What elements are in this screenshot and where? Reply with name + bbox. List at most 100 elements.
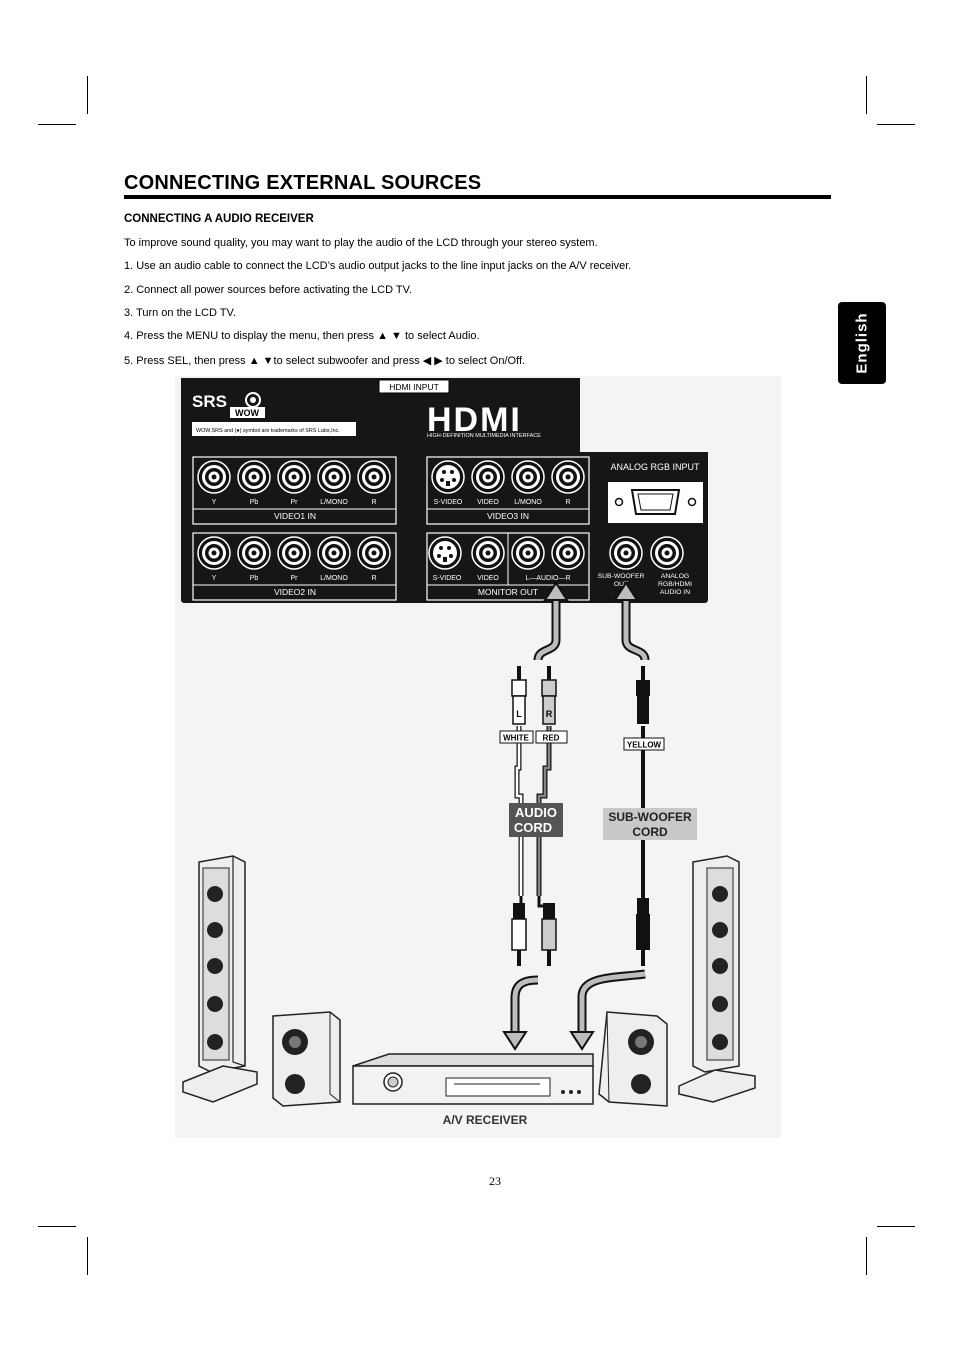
jack-label-svideo: S-VIDEO [433,575,462,582]
jack-label-audio: L—AUDIO—R [525,575,570,582]
audio-cord-label-box [509,803,563,837]
arrow-to-receiver-subwoofer-fill [579,971,646,1034]
video3-in-label: VIDEO3 IN [487,511,529,521]
subwoofer-out-jack [609,536,643,570]
subwoofer-cord-label-2: CORD [632,825,668,839]
jack-label-lmono: L/MONO [320,499,348,506]
rgb-port-screw [687,497,697,507]
page-number: 23 [489,1174,501,1188]
audio-cord-label-2: CORD [514,820,552,835]
step-3: 3. Turn on the LCD TV. [124,307,236,319]
monitor-out-group: S-VIDEO VIDEO L—AUDIO—R MONITOR OUT [426,532,590,601]
arrow-head [613,581,639,601]
rgb-port-screw [614,497,624,507]
srs-wow: WOW [235,408,259,418]
jack-label-y: Y [212,499,217,506]
analog-audio-in-label-3: AUDIO IN [660,589,690,596]
arrow-head [569,1031,595,1051]
red-tag [535,730,568,744]
page-title: CONNECTING EXTERNAL SOURCES [124,172,482,194]
av-receiver [352,1053,594,1105]
jack-label-lmono: L/MONO [514,499,542,506]
white-tag-label: WHITE [503,734,529,743]
analog-audio-in-label: ANALOG [661,573,689,580]
crop-mark [38,124,76,125]
hdmi-logo-subtitle: HIGH-DEFINITION MULTIMEDIA INTERFACE [427,433,541,439]
subwoofer-cord-label-box [603,808,697,840]
jack-label-pb: Pb [250,499,259,506]
title-rule [124,195,831,199]
jack-label-r: R [371,575,376,582]
step-2: 2. Connect all power sources before acti… [124,284,412,296]
crop-mark [87,1237,88,1275]
subwoofer-plug-top [636,666,650,724]
arrow-to-tv-subwoofer-fill [623,598,648,661]
arrow-to-receiver-audio-fill [512,977,539,1034]
rgb-port-inner [637,493,674,511]
srs-wow-box [230,407,265,418]
step-4: 4. Press the MENU to display the menu, t… [124,330,480,342]
crop-mark [877,124,915,125]
srs-logo: SRS [192,392,227,411]
video1-in-group: Y Pb Pr L/MONO R VIDEO1 IN [192,456,397,525]
analog-audio-in-jack [650,536,684,570]
subwoofer-cord-label: SUB-WOOFER [608,810,692,824]
language-tab: English [838,302,886,384]
video1-in-label: VIDEO1 IN [274,511,316,521]
arrow-to-tv-audio-fill [535,598,559,661]
arrow-head [543,581,569,601]
jack-label-video: VIDEO [477,575,499,582]
video2-in-group: Y Pb Pr L/MONO R VIDEO2 IN [192,532,397,601]
audio-cord-label: AUDIO [515,805,557,820]
jack-label-pr: Pr [291,575,299,582]
red-tag-label: RED [543,734,560,743]
subwoofer-plug-bottom [636,898,650,966]
jack-label-r: R [371,499,376,506]
jack-label-pr: Pr [291,499,299,506]
left-satellite-speaker [272,1011,341,1107]
intro-text: To improve sound quality, you may want t… [124,237,598,249]
language-tab-label: English [853,312,871,374]
rgb-port-box [608,482,703,523]
crop-mark [866,76,867,114]
yellow-tag [623,737,665,751]
subwoofer-out-label: SUB-WOOFER [598,573,645,580]
plug-r-bottom [541,903,557,966]
left-tower-speaker [182,855,258,1103]
jack-label-svideo: S-VIDEO [434,499,463,506]
video3-in-group: S-VIDEO VIDEO L/MONO R VIDEO3 IN [426,456,590,525]
hdmi-input-label: HDMI INPUT [389,382,439,392]
crop-mark [38,1226,76,1227]
jack-label-y: Y [212,575,217,582]
jack-label-pb: Pb [250,575,259,582]
step-5: 5. Press SEL, then press ▲ ▼to select su… [124,355,526,367]
arrow-head [502,1031,528,1051]
plug-r-label: R [546,709,553,719]
plug-l-top: L [511,666,527,725]
connection-diagram: HDMI INPUT SRS WOW WOW,SRS and (●) symbo… [175,376,781,1138]
monitor-out-label: MONITOR OUT [478,587,538,597]
plug-l-bottom [511,903,527,966]
crop-mark [87,76,88,114]
jack-label-lmono: L/MONO [320,575,348,582]
white-tag [499,730,534,744]
srs-icon-dot [250,397,256,403]
step-1: 1. Use an audio cable to connect the LCD… [124,260,632,272]
yellow-tag-label: YELLOW [627,741,662,750]
srs-note: WOW,SRS and (●) symbol are trademarks of… [196,428,340,434]
analog-rgb-label: ANALOG RGB INPUT [610,462,700,472]
plug-l-label: L [516,709,522,719]
rgb-port [630,489,681,515]
right-tower-speaker [678,855,756,1103]
jack-label-video: VIDEO [477,499,499,506]
hdmi-input-box [378,379,450,394]
subwoofer-out-label-2: OUT [614,581,628,588]
jack-label-r: R [565,499,570,506]
plug-r-top: R [541,666,557,725]
crop-mark [866,1237,867,1275]
srs-note-box [192,422,356,436]
hdmi-logo: HDMI [427,401,522,439]
crop-mark [877,1226,915,1227]
right-satellite-speaker [598,1011,668,1107]
section-heading: CONNECTING A AUDIO RECEIVER [124,213,314,225]
